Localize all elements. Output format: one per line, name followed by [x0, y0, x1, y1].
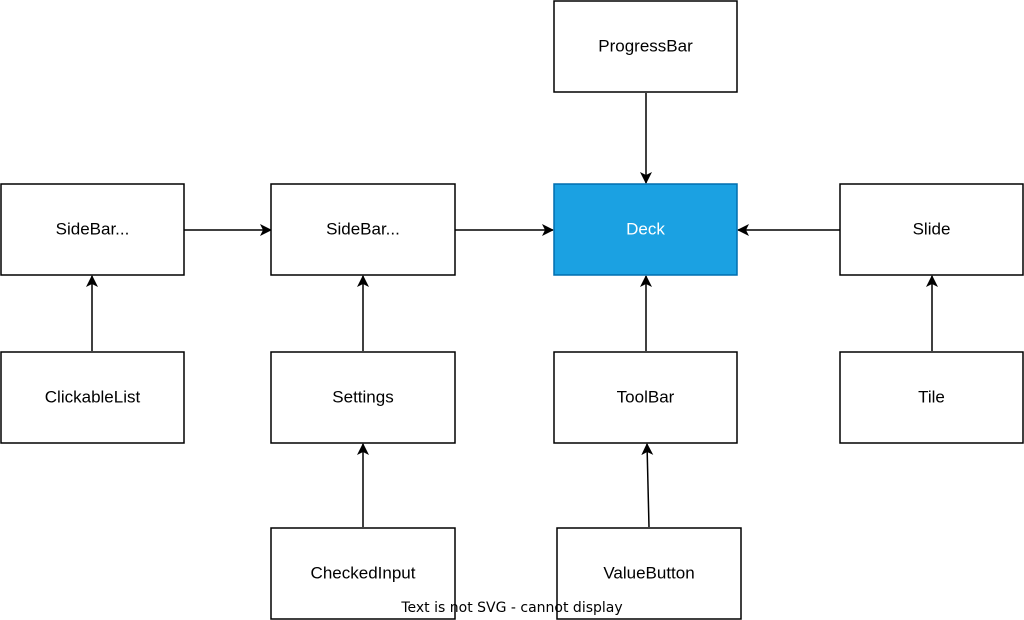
node-box	[270, 527, 456, 620]
svg-fallback-notice: Text is not SVG - cannot display	[400, 600, 622, 616]
node-sidebar-left[interactable]: SideBar...	[0, 183, 185, 276]
node-toolbar[interactable]: ToolBar	[553, 351, 738, 444]
node-label: Settings	[332, 387, 393, 406]
node-label: SideBar...	[56, 219, 130, 238]
edge-valuebutton-to-toolbar	[641, 443, 654, 528]
node-label: SideBar...	[326, 219, 400, 238]
node-box	[839, 351, 1024, 444]
node-tile[interactable]: Tile	[839, 351, 1024, 444]
node-box	[0, 351, 185, 444]
node-box	[270, 183, 456, 276]
node-box	[839, 183, 1024, 276]
node-label: Deck	[626, 219, 665, 238]
node-box-highlighted	[553, 183, 738, 276]
node-deck[interactable]: Deck	[553, 183, 738, 276]
node-label: CheckedInput	[311, 563, 416, 582]
node-checkedinput[interactable]: CheckedInput	[270, 527, 456, 620]
node-label: ClickableList	[45, 387, 141, 406]
node-label: Slide	[913, 219, 951, 238]
node-clickablelist[interactable]: ClickableList	[0, 351, 185, 444]
node-label: Tile	[918, 387, 945, 406]
node-slide[interactable]: Slide	[839, 183, 1024, 276]
node-box	[553, 351, 738, 444]
node-progressbar[interactable]: ProgressBar	[553, 0, 738, 93]
node-label: ProgressBar	[598, 36, 693, 55]
node-box	[553, 0, 738, 93]
node-box	[0, 183, 185, 276]
node-label: ToolBar	[617, 387, 675, 406]
edges-layer	[86, 93, 938, 528]
node-sidebar-mid[interactable]: SideBar...	[270, 183, 456, 276]
node-valuebutton[interactable]: ValueButton	[556, 527, 742, 620]
node-settings[interactable]: Settings	[270, 351, 456, 444]
node-box	[556, 527, 742, 620]
node-box	[270, 351, 456, 444]
node-label: ValueButton	[603, 563, 694, 582]
